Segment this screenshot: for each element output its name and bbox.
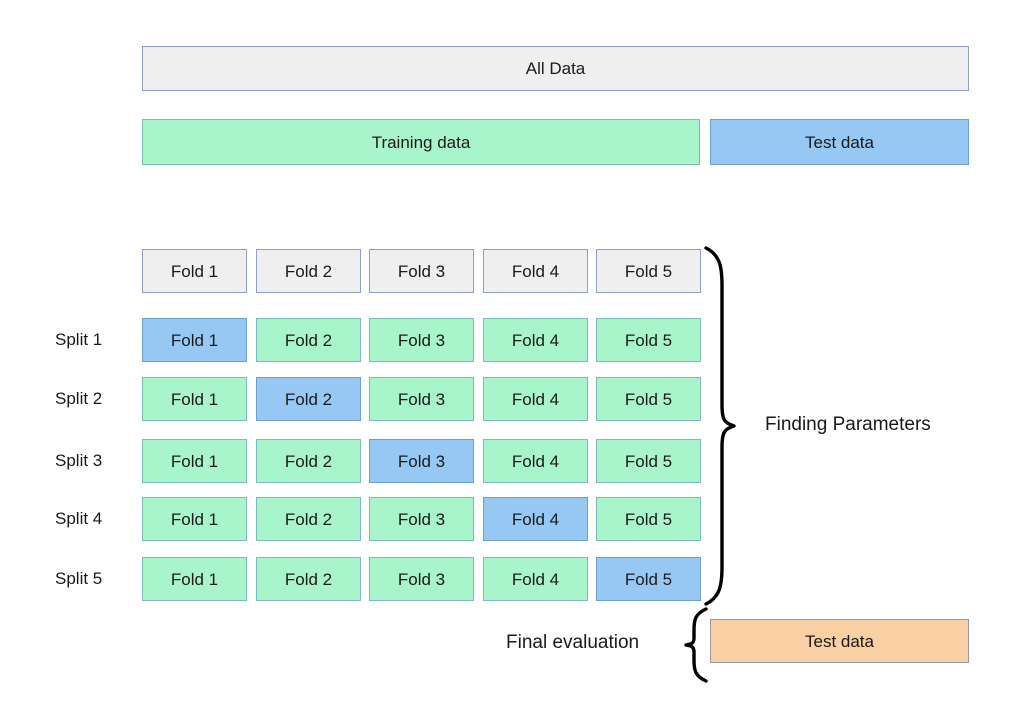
split-4-fold-label-2: Fold 2 xyxy=(284,509,333,529)
split-3-fold-label-4: Fold 4 xyxy=(511,451,560,471)
split-4-fold-label-4: Fold 4 xyxy=(511,509,560,529)
split-4-fold-3: Fold 3 xyxy=(369,497,474,541)
finding-parameters-brace xyxy=(704,246,736,606)
split-2-fold-1: Fold 1 xyxy=(142,377,247,421)
split-label-3: Split 3 xyxy=(55,451,103,470)
split-2-fold-3: Fold 3 xyxy=(369,377,474,421)
split-4-fold-label-3: Fold 3 xyxy=(397,509,446,529)
final-evaluation-label: Final evaluation xyxy=(506,632,640,653)
split-3-fold-5: Fold 5 xyxy=(596,439,701,483)
split-3-fold-label-3: Fold 3 xyxy=(397,451,446,471)
split-5-fold-label-3: Fold 3 xyxy=(397,569,446,589)
split-3-fold-4: Fold 4 xyxy=(483,439,588,483)
fold-header-label-4: Fold 4 xyxy=(511,261,560,281)
split-5-fold-1: Fold 1 xyxy=(142,557,247,601)
split-2-fold-label-4: Fold 4 xyxy=(511,389,560,409)
split-3-fold-label-2: Fold 2 xyxy=(284,451,333,471)
all-data-label: All Data xyxy=(525,59,586,78)
split-2-fold-label-5: Fold 5 xyxy=(624,389,673,409)
split-1-fold-label-2: Fold 2 xyxy=(284,330,333,350)
split-3-fold-1: Fold 1 xyxy=(142,439,247,483)
training-data-bar: Training data xyxy=(142,119,700,165)
split-4-fold-label-5: Fold 5 xyxy=(624,509,673,529)
split-5-fold-label-5: Fold 5 xyxy=(624,569,673,589)
training-data-label: Training data xyxy=(371,132,471,152)
split-1-fold-3: Fold 3 xyxy=(369,318,474,362)
split-5-fold-label-2: Fold 2 xyxy=(284,569,333,589)
fold-header-label-5: Fold 5 xyxy=(624,261,673,281)
fold-header-cell-3: Fold 3 xyxy=(369,249,474,293)
split-2-fold-label-2: Fold 2 xyxy=(284,389,333,409)
split-1-fold-label-3: Fold 3 xyxy=(397,330,446,350)
split-label-4: Split 4 xyxy=(55,509,103,528)
split-5-fold-label-1: Fold 1 xyxy=(170,569,219,589)
final-test-data-box: Test data xyxy=(710,619,969,663)
fold-header-cell-2: Fold 2 xyxy=(256,249,361,293)
fold-header-label-1: Fold 1 xyxy=(170,261,219,281)
split-5-fold-3: Fold 3 xyxy=(369,557,474,601)
split-3-fold-label-1: Fold 1 xyxy=(170,451,219,471)
final-test-data-label: Test data xyxy=(805,631,874,651)
split-label-5: Split 5 xyxy=(55,569,103,588)
split-5-fold-2: Fold 2 xyxy=(256,557,361,601)
split-4-fold-1: Fold 1 xyxy=(142,497,247,541)
split-4-fold-2: Fold 2 xyxy=(256,497,361,541)
split-4-fold-4: Fold 4 xyxy=(483,497,588,541)
split-5-fold-5: Fold 5 xyxy=(596,557,701,601)
split-1-fold-2: Fold 2 xyxy=(256,318,361,362)
split-3-fold-3: Fold 3 xyxy=(369,439,474,483)
fold-header-cell-4: Fold 4 xyxy=(483,249,588,293)
split-3-fold-2: Fold 2 xyxy=(256,439,361,483)
split-2-fold-4: Fold 4 xyxy=(483,377,588,421)
split-2-fold-label-1: Fold 1 xyxy=(170,389,219,409)
finding-parameters-label: Finding Parameters xyxy=(765,414,931,435)
fold-header-cell-1: Fold 1 xyxy=(142,249,247,293)
split-1-fold-label-5: Fold 5 xyxy=(624,330,673,350)
split-4-fold-label-1: Fold 1 xyxy=(170,509,219,529)
split-1-fold-4: Fold 4 xyxy=(483,318,588,362)
split-5-fold-label-4: Fold 4 xyxy=(511,569,560,589)
split-1-fold-5: Fold 5 xyxy=(596,318,701,362)
split-2-fold-label-3: Fold 3 xyxy=(397,389,446,409)
all-data-bar: All Data xyxy=(142,46,969,91)
test-data-label: Test data xyxy=(805,132,874,152)
fold-header-cell-5: Fold 5 xyxy=(596,249,701,293)
split-3-fold-label-5: Fold 5 xyxy=(624,451,673,471)
split-5-fold-4: Fold 4 xyxy=(483,557,588,601)
final-evaluation-brace xyxy=(684,607,708,683)
split-2-fold-5: Fold 5 xyxy=(596,377,701,421)
split-4-fold-5: Fold 5 xyxy=(596,497,701,541)
fold-header-label-3: Fold 3 xyxy=(397,261,446,281)
split-1-fold-label-1: Fold 1 xyxy=(170,330,219,350)
split-1-fold-label-4: Fold 4 xyxy=(511,330,560,350)
fold-header-label-2: Fold 2 xyxy=(284,261,333,281)
test-data-bar: Test data xyxy=(710,119,969,165)
split-2-fold-2: Fold 2 xyxy=(256,377,361,421)
split-label-1: Split 1 xyxy=(55,330,103,349)
split-label-2: Split 2 xyxy=(55,389,103,408)
split-1-fold-1: Fold 1 xyxy=(142,318,247,362)
